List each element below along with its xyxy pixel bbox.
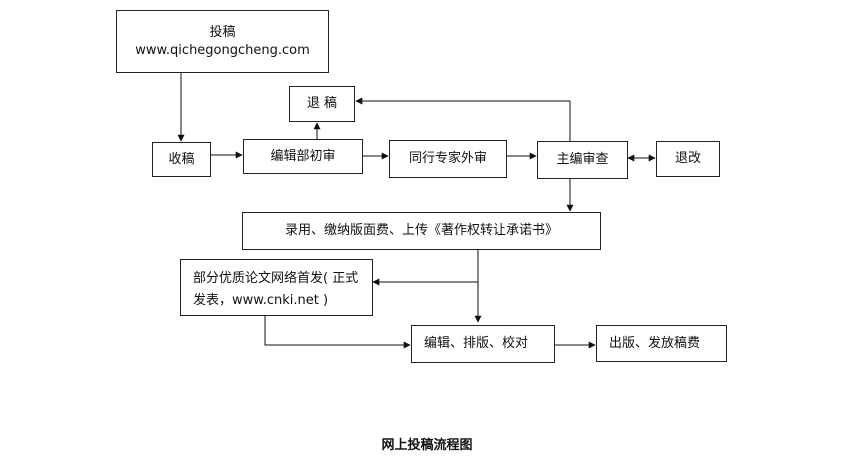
node-receive-label: 收稿 bbox=[168, 151, 195, 167]
node-online-first-line1: 部分优质论文网络首发( 正式 bbox=[193, 271, 359, 286]
node-accept: 录用、缴纳版面费、上传《著作权转让承诺书》 bbox=[242, 212, 601, 250]
arrow-chief-to-reject bbox=[355, 97, 571, 141]
node-online-first: 部分优质论文网络首发( 正式 发表，www.cnki.net ) bbox=[180, 259, 373, 316]
node-initial-review-label: 编辑部初审 bbox=[270, 148, 336, 164]
node-submit-title: 投稿 bbox=[209, 24, 236, 40]
node-edit: 编辑、排版、校对 bbox=[411, 325, 555, 363]
node-revise-label: 退改 bbox=[674, 151, 701, 166]
node-revise: 退改 bbox=[656, 141, 720, 177]
diagram-caption: 网上投稿流程图 bbox=[381, 438, 473, 453]
node-submit-url: www.qichegongcheng.com bbox=[135, 42, 310, 58]
arrow-online-to-edit bbox=[264, 316, 411, 349]
node-reject-label: 退 稿 bbox=[306, 96, 338, 111]
node-publish-label: 出版、发放稿费 bbox=[609, 335, 701, 351]
node-publish: 出版、发放稿费 bbox=[596, 325, 727, 362]
node-chief-review-label: 主编审查 bbox=[556, 152, 609, 167]
node-peer-review-label: 同行专家外审 bbox=[408, 151, 487, 166]
node-accept-label: 录用、缴纳版面费、上传《著作权转让承诺书》 bbox=[284, 223, 558, 238]
node-peer-review: 同行专家外审 bbox=[389, 140, 507, 178]
node-reject: 退 稿 bbox=[289, 86, 355, 122]
node-submit: 投稿 www.qichegongcheng.com bbox=[116, 10, 329, 73]
node-chief-review: 主编审查 bbox=[537, 141, 628, 179]
node-initial-review: 编辑部初审 bbox=[243, 139, 363, 174]
node-receive: 收稿 bbox=[152, 142, 211, 177]
node-edit-label: 编辑、排版、校对 bbox=[424, 336, 529, 351]
node-online-first-line2: 发表，www.cnki.net ) bbox=[193, 293, 329, 308]
